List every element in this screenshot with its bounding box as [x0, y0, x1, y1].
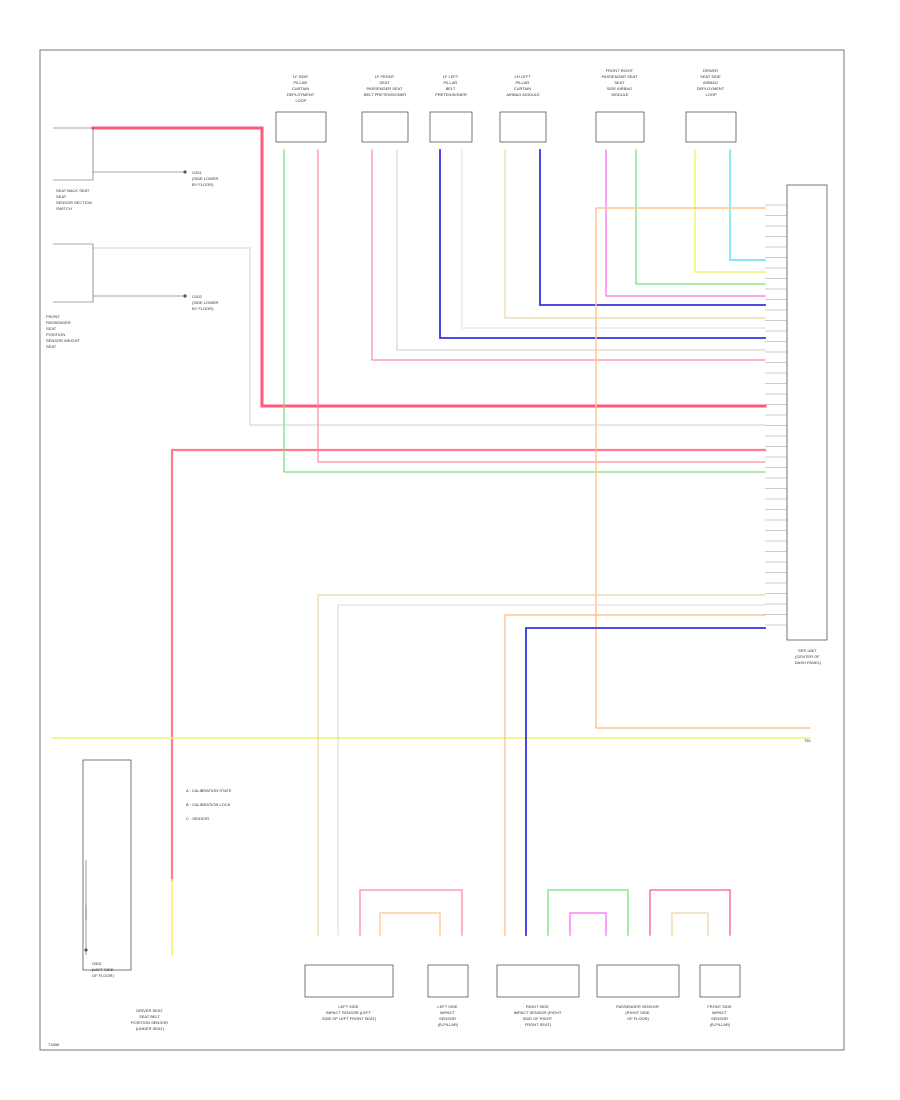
- seat-switch-lower-label: FRONT PASSENGER SEAT POSITION SENSOR WEI…: [46, 314, 81, 349]
- wire-blue-b3: [525, 627, 766, 936]
- svg-text:DRIVER SEAT SIDE: DRIVER SEAT SIDE AIRBAG DEPLOYMENT LOOP: [697, 68, 726, 97]
- bottom-left-module: G501 (LEFT SIDE OF FLOOR) DRIVER SEAT SE…: [82, 759, 169, 1031]
- wire-orange-b3: [504, 614, 766, 936]
- srs-unit-label: SRS UNIT (CENTER OF DASH PANEL): [795, 648, 822, 665]
- footer-code: T4356: [48, 1042, 60, 1047]
- wire-gray-b1: [337, 604, 766, 936]
- wire-blue-s3: [439, 149, 766, 339]
- wire-green-s5: [635, 149, 766, 285]
- wire-red-loop-b1: [359, 889, 463, 936]
- wire-tan-s4: [504, 149, 766, 319]
- legend: A : CALIBRATION STATE B : CALIBRATION LO…: [186, 788, 233, 821]
- top-sensor-6: DRIVER SEAT SIDE AIRBAG DEPLOYMENT LOOP: [685, 68, 737, 143]
- bottom-sensors: LEFT SIDE IMPACT SENSOR (LEFT SIDE OF LE…: [304, 964, 741, 1027]
- svg-text:FRONT RIGHT PASSENGER: FRONT RIGHT PASSENGER SEAT SEAT SIDE AIR…: [602, 68, 639, 97]
- wire-blue-s4: [539, 149, 766, 306]
- wire-magenta-s5: [605, 149, 766, 297]
- ground-upper-label: G301 (SIDE LOWER BY FLOOR): [192, 170, 220, 187]
- bottom-sensor-4-box: [596, 964, 680, 998]
- svg-text:LH LEFT PILLAR: LH LEFT PILLAR CURTAIN AIRBAG MODULE: [506, 74, 540, 97]
- left-switches: SEAT BACK SEAT SEAT SENSOR SECTION SWITC…: [46, 127, 220, 349]
- bottom-sensor-2-label: LEFT SIDE IMPACT SENSOR (B-PILLAR): [437, 1004, 459, 1027]
- top-sensor-1: LF SIDE PILLAR CURTAIN DEPLOYMENT LOOP: [275, 74, 327, 143]
- wire-red-main: [91, 126, 767, 408]
- bottom-sensor-5-label: FRONT SIDE IMPACT SENSOR (B-PILLAR): [707, 1004, 732, 1027]
- wire-cyan-s6: [729, 149, 766, 261]
- ground-lower-label: G302 (SIDE LOWER BY FLOOR): [192, 294, 220, 311]
- top-sensor-5: FRONT RIGHT PASSENGER SEAT SEAT SIDE AIR…: [595, 68, 645, 143]
- wire-gray-s2: [396, 149, 766, 351]
- wire-green-s1: [283, 149, 766, 473]
- svg-text:LF SIDE PILLAR: LF SIDE PILLAR CURTAIN DEPLOYMENT LOOP: [287, 74, 316, 103]
- wire-red-loop-b4: [649, 889, 731, 936]
- diagram-frame: [39, 49, 845, 1051]
- wire-yellow-s6: [694, 149, 766, 273]
- top-sensor-3: LF LEFT PILLAR BELT PRETENSIONER: [429, 74, 473, 143]
- wire-lightgray-s3: [461, 149, 766, 329]
- svg-text:LF LEFT PILLAR: LF LEFT PILLAR BELT PRETENSIONER: [435, 74, 467, 97]
- ground-bar-label: TEL: [804, 738, 812, 743]
- wire-gray-lower: [92, 247, 766, 426]
- top-sensor-4: LH LEFT PILLAR CURTAIN AIRBAG MODULE: [499, 74, 547, 143]
- wire-orange-top: [595, 207, 811, 729]
- bottom-sensor-1-box: [304, 964, 394, 998]
- wire-tan-b1: [317, 594, 766, 936]
- module-ground-label: G501 (LEFT SIDE OF FLOOR): [92, 961, 115, 978]
- wire-green-loop-b3: [547, 889, 629, 936]
- top-sensor-2: LF FRONT SEAT PASSENGER SEAT BELT PRETEN…: [361, 74, 409, 143]
- top-sensors: LF SIDE PILLAR CURTAIN DEPLOYMENT LOOP L…: [275, 68, 737, 143]
- wire-orange-loop-b1: [379, 912, 441, 936]
- seat-switch-upper-label: SEAT BACK SEAT SEAT SENSOR SECTION SWITC…: [56, 188, 93, 211]
- bottom-sensor-4-label: PASSENGER SENSOR (RIGHT SIDE OF FLOOR): [616, 1004, 660, 1021]
- wire-magenta-loop-b3: [569, 912, 607, 936]
- wire-pink-s2: [371, 149, 766, 361]
- srs-control-unit: SRS UNIT (CENTER OF DASH PANEL): [765, 184, 828, 665]
- unit-pin-strip: [765, 204, 787, 626]
- wire-pink-s1: [317, 149, 766, 463]
- module-label: DRIVER SEAT SEAT BELT POSITION SENSOR (U…: [131, 1008, 169, 1031]
- bottom-sensor-1-label: LEFT SIDE IMPACT SENSOR (LEFT SIDE OF LE…: [322, 1004, 377, 1021]
- wires: [51, 126, 811, 956]
- bottom-sensor-3-label: RIGHT SIDE IMPACT SENSOR (RIGHT SIDE OF …: [514, 1004, 563, 1027]
- bottom-sensor-3-box: [496, 964, 580, 998]
- bottom-sensor-2-box: [427, 964, 469, 998]
- svg-text:LF FRONT SEAT: LF FRONT SEAT PASSENGER SEAT BELT PRETEN…: [364, 74, 406, 97]
- wire-red-left: [170, 448, 767, 882]
- bottom-sensor-5-box: [699, 964, 741, 998]
- wire-tan-loop-b4: [671, 912, 709, 936]
